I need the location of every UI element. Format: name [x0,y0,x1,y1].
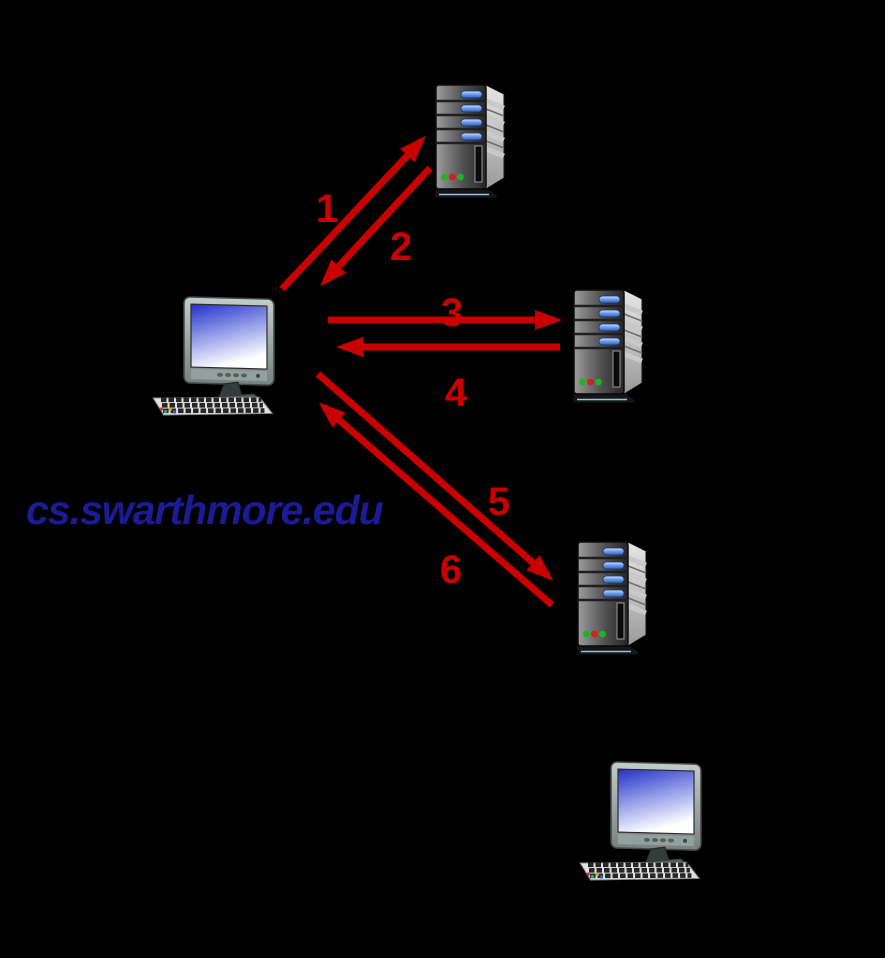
arrow-step-5 [315,371,554,581]
step-number-6: 6 [439,548,463,592]
server-icon [573,290,642,403]
step-number-3: 3 [440,291,464,335]
step-number-2: 2 [389,225,413,269]
server-icon [577,542,646,655]
requesting-host-label: cs.swarthmore.edu [26,487,384,533]
step-number-5: 5 [487,480,511,524]
desktop-computer-icon [152,297,274,424]
arrow-step-6 [318,402,555,608]
step-number-4: 4 [444,371,468,415]
arrow-step-2 [320,165,433,287]
server-icon [435,85,504,198]
desktop-computer-icon [579,762,701,889]
query-arrows [279,135,562,608]
step-number-1: 1 [315,187,339,231]
arrow-step-1 [279,135,426,292]
